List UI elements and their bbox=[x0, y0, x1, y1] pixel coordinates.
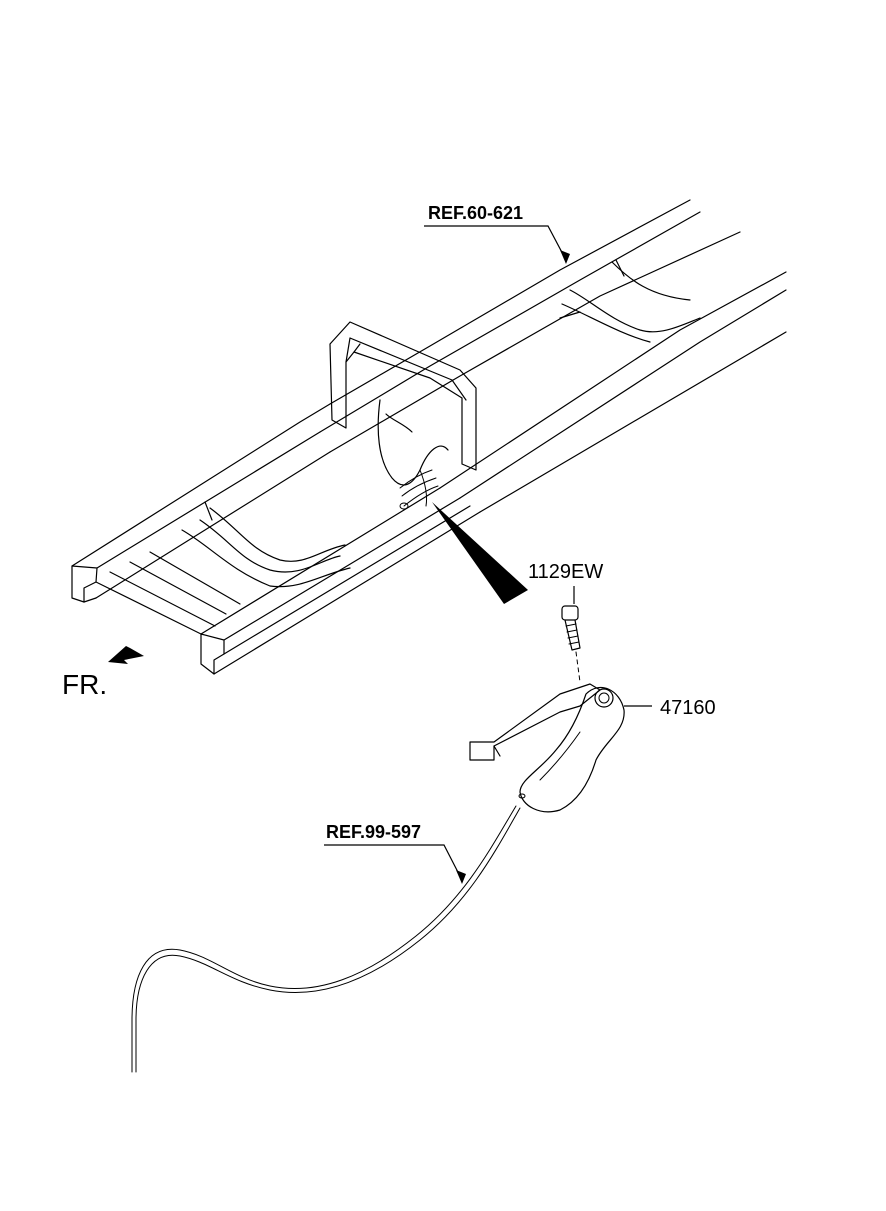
ref-frame-callout: REF.60-621 bbox=[424, 203, 570, 264]
lever-part bbox=[469, 683, 625, 813]
chassis-frame bbox=[71, 199, 787, 675]
front-indicator-label: FR. bbox=[62, 669, 107, 700]
lever-part-number: 47160 bbox=[660, 697, 716, 719]
cable bbox=[131, 805, 521, 1073]
detail-pointer bbox=[432, 502, 528, 604]
ref-cable-label: REF.99-597 bbox=[326, 822, 421, 842]
lever-callout: 47160 bbox=[624, 697, 716, 719]
bolt-part-number: 1129EW bbox=[528, 561, 603, 583]
ref-cable-callout: REF.99-597 bbox=[324, 822, 466, 884]
bolt-callout: 1129EW bbox=[528, 561, 603, 604]
bolt-part bbox=[561, 605, 581, 683]
ref-frame-label: REF.60-621 bbox=[428, 203, 523, 223]
arrow-down-left-icon bbox=[108, 646, 144, 664]
